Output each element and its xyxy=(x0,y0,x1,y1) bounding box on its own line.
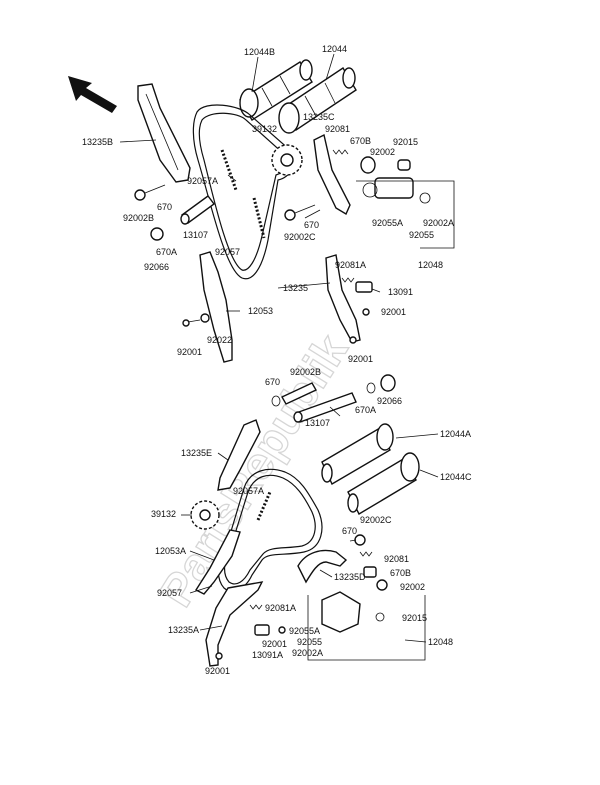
guide-pin-13107-bottom-icon xyxy=(293,392,357,423)
label-92015-bottom: 92015 xyxy=(402,613,427,623)
label-92057A-bottom: 92057A xyxy=(233,486,264,496)
bolt-92001-top-right-icon xyxy=(362,308,370,316)
label-92002A-top: 92002A xyxy=(423,218,454,228)
label-92002-bottom: 92002 xyxy=(400,582,425,592)
bolt-92002B-top-icon xyxy=(134,184,166,201)
label-92055-top: 92055 xyxy=(409,230,434,240)
cam-chain-bottom-icon xyxy=(217,468,323,592)
label-92002-top: 92002 xyxy=(370,147,395,157)
label-670B-bottom: 670B xyxy=(390,568,411,578)
bolt-670B-bottom-icon xyxy=(363,566,377,578)
label-13091A: 13091A xyxy=(252,650,283,660)
plug-92066-top-icon xyxy=(150,227,164,241)
label-92081A-bottom: 92081A xyxy=(265,603,296,613)
label-670A-bottom: 670A xyxy=(355,405,376,415)
label-92015-top: 92015 xyxy=(393,137,418,147)
label-39132-top: 39132 xyxy=(252,124,277,134)
label-12044A: 12044A xyxy=(440,429,471,439)
label-92066-top: 92066 xyxy=(144,262,169,272)
camshaft-12044B-icon xyxy=(239,59,313,121)
label-13235D: 13235D xyxy=(334,572,366,582)
label-670-top-mid: 670 xyxy=(304,220,319,230)
plug-92066-bottom-icon xyxy=(366,374,396,394)
bolt-92001-bottom-icon xyxy=(215,652,223,660)
tensioner-body-12048-top-icon xyxy=(356,156,455,249)
label-92002B-top: 92002B xyxy=(123,213,154,223)
label-13235E: 13235E xyxy=(181,448,212,458)
label-12044C: 12044C xyxy=(440,472,472,482)
tensioner-13235D-icon xyxy=(297,549,348,584)
label-13107-bottom: 13107 xyxy=(305,418,330,428)
label-92081-bottom: 92081 xyxy=(384,554,409,564)
chain-guide-13235E-icon xyxy=(217,419,261,491)
tensioner-13235C-icon xyxy=(313,133,351,216)
label-13091-top: 13091 xyxy=(388,287,413,297)
cam-sprocket-39132-top-icon xyxy=(271,144,303,176)
cam-sprocket-39132-bottom-icon xyxy=(190,500,220,530)
label-92001-top-right: 92001 xyxy=(381,307,406,317)
label-12048-bottom: 12048 xyxy=(428,637,453,647)
camshaft-12044C-icon xyxy=(347,452,420,515)
label-92002A-bottom: 92002A xyxy=(292,648,323,658)
camshaft-12044A-icon xyxy=(321,423,394,485)
label-92001-top-mid: 92001 xyxy=(348,354,373,364)
label-92055A-bottom: 92055A xyxy=(289,626,320,636)
label-92057-top: 92057 xyxy=(215,247,240,257)
label-12053A: 12053A xyxy=(155,546,186,556)
label-13235C: 13235C xyxy=(303,112,335,122)
label-12048-top: 12048 xyxy=(418,260,443,270)
label-670-bottom-left: 670 xyxy=(265,377,280,387)
label-92055A-top: 92055A xyxy=(372,218,403,228)
label-92022: 92022 xyxy=(207,335,232,345)
chain-guide-12053A-icon xyxy=(194,529,241,595)
label-92081-top: 92081 xyxy=(325,124,350,134)
oring-670-bottom-left-icon xyxy=(271,395,281,407)
guide-pin-13107-top-icon xyxy=(180,195,215,225)
label-92002B-bottom: 92002B xyxy=(290,367,321,377)
label-92066-bottom: 92066 xyxy=(377,396,402,406)
label-92001-top-left: 92001 xyxy=(177,347,202,357)
label-13235: 13235 xyxy=(283,283,308,293)
part-labels: 12044B 12044 13235B 13235C 92081 39132 6… xyxy=(82,44,472,676)
chain-guide-13235B-icon xyxy=(137,83,191,183)
label-12053: 12053 xyxy=(248,306,273,316)
cam-chain-top-icon xyxy=(192,104,295,280)
chain-guide-12053-icon xyxy=(199,251,233,363)
label-92057A-top: 92057A xyxy=(187,176,218,186)
front-direction-arrow-icon xyxy=(68,76,117,113)
spring-92081-bottom-icon xyxy=(359,551,373,557)
bolt-92002C-bottom-icon xyxy=(349,534,366,546)
bolt-92002C-top-icon xyxy=(284,204,316,221)
tensioner-body-12048-bottom-icon xyxy=(307,591,426,661)
label-13107-top: 13107 xyxy=(183,230,208,240)
spring-92081-top-icon xyxy=(332,149,349,155)
chain-guide-13235-icon xyxy=(325,254,373,343)
label-92057-bottom: 92057 xyxy=(157,588,182,598)
label-670-bottom-mid: 670 xyxy=(342,526,357,536)
label-12044B-top: 12044B xyxy=(244,47,275,57)
plug-92002-bottom-icon xyxy=(376,579,388,591)
leader-lines xyxy=(119,53,439,643)
bolt-92001-top-mid-icon xyxy=(349,336,357,344)
label-39132-bottom: 39132 xyxy=(151,509,176,519)
label-92002C-bottom: 92002C xyxy=(360,515,392,525)
label-670-top-left: 670 xyxy=(157,202,172,212)
label-670A-top: 670A xyxy=(156,247,177,257)
label-92002C-top: 92002C xyxy=(284,232,316,242)
label-13235A: 13235A xyxy=(168,625,199,635)
label-12044-top: 12044 xyxy=(322,44,347,54)
bolt-92001-top-left-icon xyxy=(182,319,201,327)
label-92081A-top: 92081A xyxy=(335,260,366,270)
bolt-92001-bottom-mid-icon xyxy=(278,626,286,634)
camshaft-12044-icon xyxy=(278,67,357,134)
label-92001-bottom: 92001 xyxy=(205,666,230,676)
label-92001-bottom-mid: 92001 xyxy=(262,639,287,649)
label-13235B: 13235B xyxy=(82,137,113,147)
bolt-92002B-bottom-icon xyxy=(281,382,317,405)
label-670B-top: 670B xyxy=(350,136,371,146)
label-92055-bottom: 92055 xyxy=(297,637,322,647)
